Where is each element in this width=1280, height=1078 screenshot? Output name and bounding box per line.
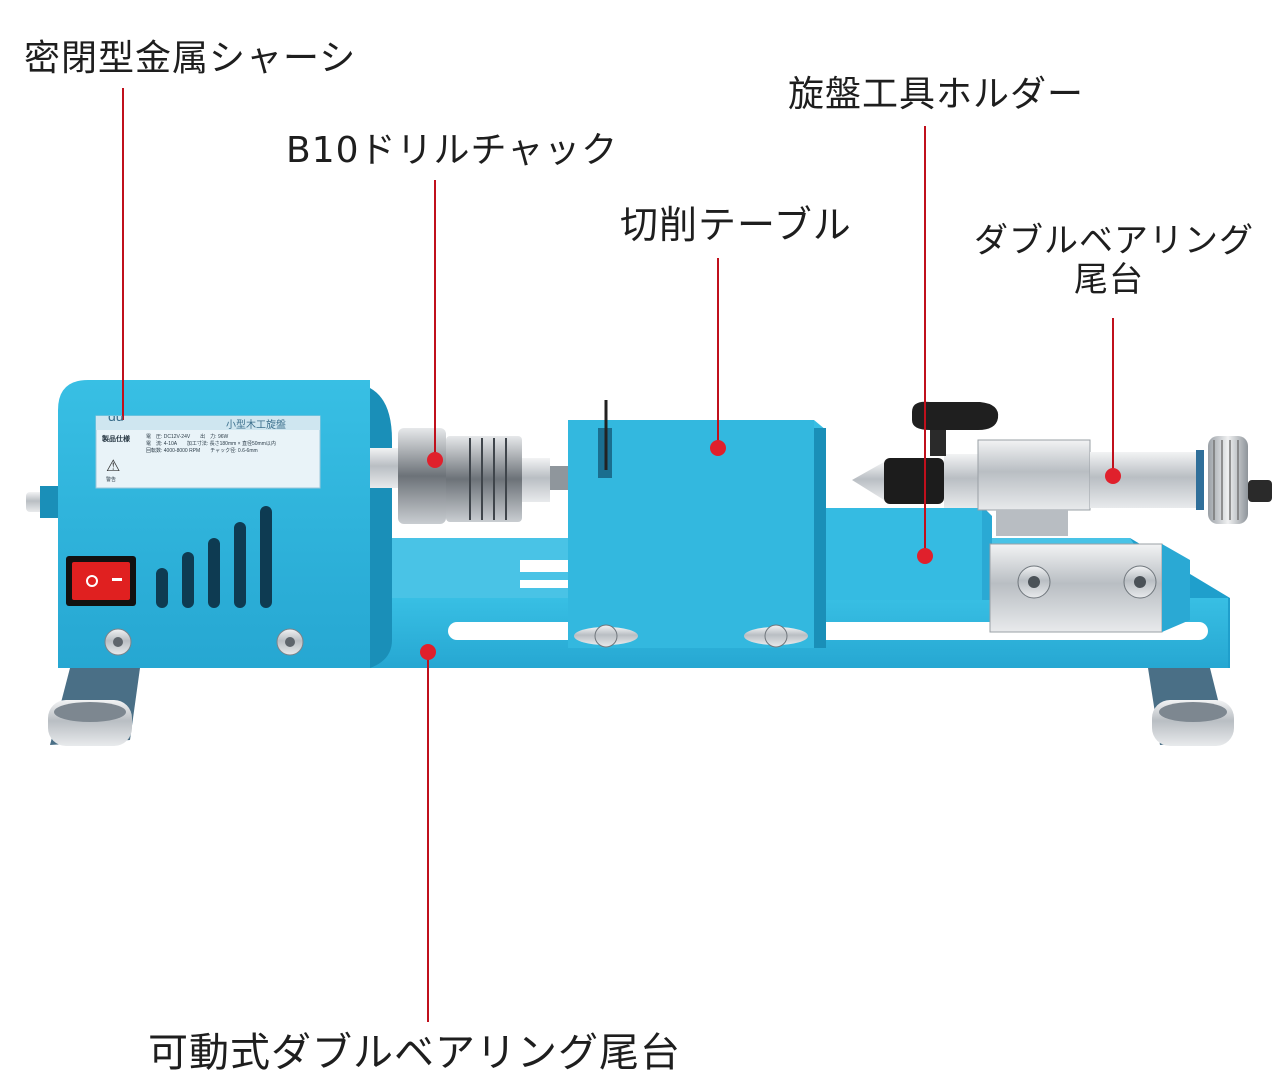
- power-switch: [66, 556, 136, 606]
- tailstock: [852, 401, 1272, 633]
- label-tailstock-line1: ダブルベアリング: [974, 221, 1254, 261]
- spec-row: 回転数: 4000-8000 RPM チャック径: 0.6-6mm: [146, 448, 258, 454]
- brand-mark: du: [108, 416, 124, 424]
- left-foot: [48, 668, 140, 746]
- spec-heading: 製品仕様: [102, 436, 130, 443]
- leader-tailstock: [1105, 318, 1121, 484]
- label-chassis: 密閉型金属シャーシ: [24, 38, 357, 79]
- tool-holder: [826, 508, 992, 600]
- label-tailstock-line2: 尾台: [1074, 260, 1144, 301]
- wing-nut-left: [574, 624, 638, 648]
- warning-text: 警告: [106, 477, 117, 483]
- spec-plate-text: du 小型木工旋盤 製品仕様 電 圧: DC12V-24V 出 力: 96W 電…: [96, 416, 320, 488]
- product-name: 小型木工旋盤: [226, 420, 286, 431]
- label-tool-holder: 旋盤工具ホルダー: [788, 74, 1085, 115]
- leader-movable-tailstock: [420, 644, 436, 1022]
- leader-tool-holder: [917, 126, 933, 564]
- wing-nut-right: [744, 624, 808, 648]
- spec-row: 電 圧: DC12V-24V 出 力: 96W: [146, 434, 229, 440]
- spec-row: 電 流: 4-10A 加工寸法: 長さ180mm × 直径50mm以内: [146, 441, 276, 447]
- label-cutting-table: 切削テーブル: [620, 203, 852, 247]
- right-foot: [1148, 668, 1234, 746]
- drill-chuck: [370, 428, 570, 524]
- leader-chuck: [427, 180, 443, 468]
- warning-icon: ⚠: [106, 458, 121, 475]
- leader-table: [710, 258, 726, 456]
- label-chuck: B10ドリルチャック: [286, 130, 619, 171]
- vent-grille: [156, 506, 272, 608]
- cutting-table: [568, 400, 826, 648]
- label-movable-tailstock: 可動式ダブルベアリング尾台: [148, 1030, 681, 1076]
- label-tailstock: ダブルベアリング 尾台: [974, 221, 1254, 301]
